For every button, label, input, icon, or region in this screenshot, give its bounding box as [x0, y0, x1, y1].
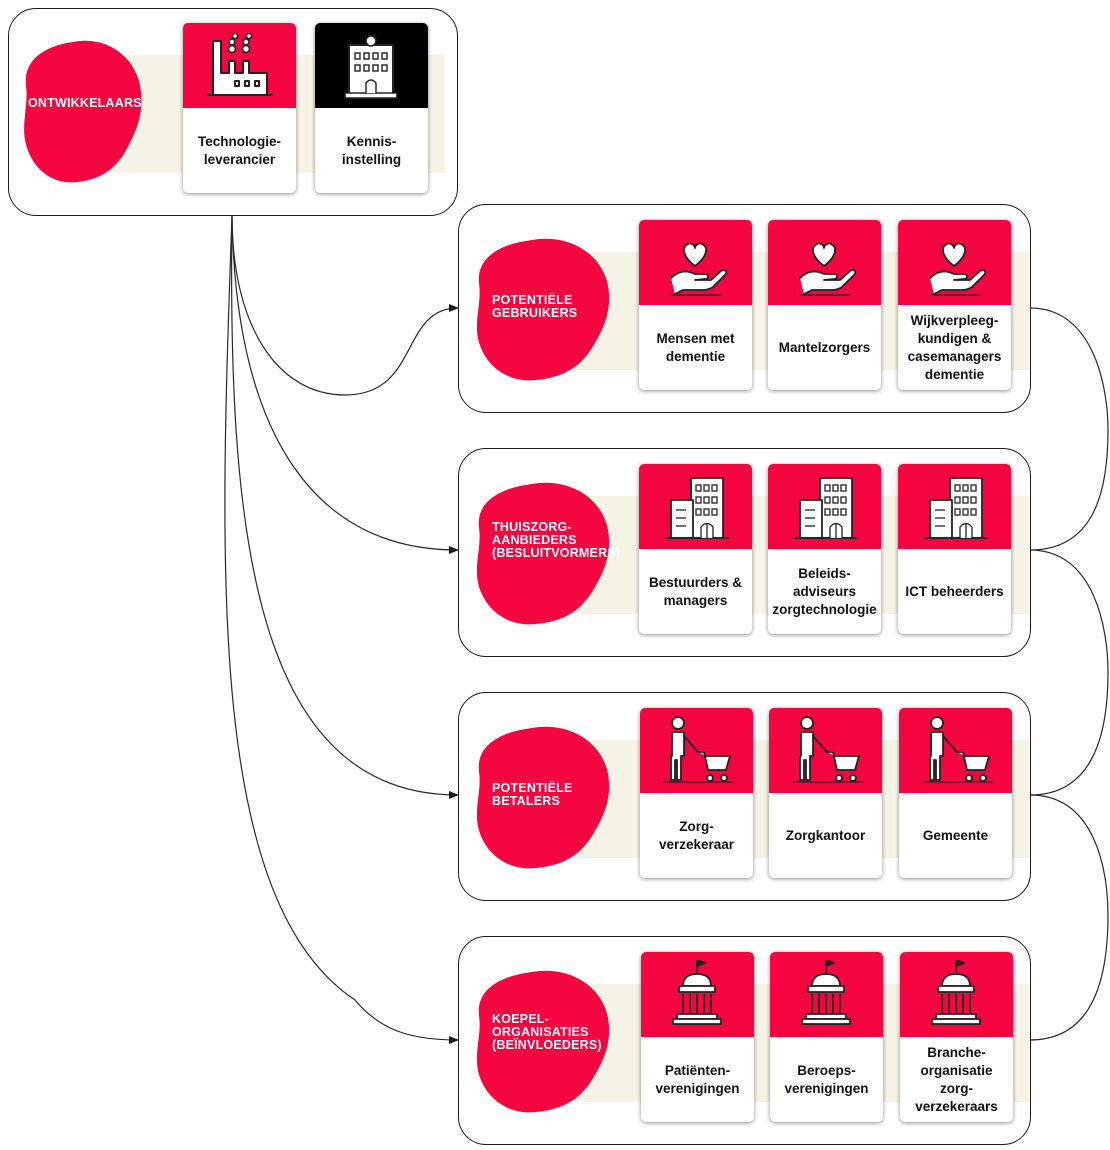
card-icon-area: [641, 952, 754, 1037]
group-blob: [470, 480, 612, 628]
card-label: Beleids- adviseurs zorgtechnologie: [772, 565, 877, 617]
card-icon-area: [639, 464, 752, 549]
stakeholder-card: Mensen met dementie: [639, 220, 752, 390]
card-label: ICT beheerders: [905, 583, 1004, 599]
stakeholder-card: Bestuurders & managers: [639, 464, 752, 634]
card-label: Mantelzorgers: [778, 339, 871, 355]
stakeholder-card: Zorgkantoor: [769, 708, 882, 878]
card-label: Bestuurders & managers: [648, 574, 743, 608]
arrow-to-betalers: [230, 214, 459, 799]
card-icon-area: [770, 952, 883, 1037]
group-title: POTENTIËLE GEBRUIKERS: [492, 293, 578, 320]
group-blob: [470, 968, 612, 1116]
stakeholder-card: Kennis- instelling: [315, 23, 428, 193]
card-label: Mensen met dementie: [656, 330, 735, 364]
card-label: Gemeente: [922, 827, 989, 843]
card-icon-area: [640, 708, 753, 793]
stakeholder-card: ICT beheerders: [898, 464, 1011, 634]
group-blob: [470, 236, 612, 384]
card-label: Wijkverpleeg- kundigen & casemanagers de…: [907, 312, 1002, 382]
stakeholder-card: Mantelzorgers: [768, 220, 881, 390]
stakeholder-card: Beleids- adviseurs zorgtechnologie: [768, 464, 881, 634]
group-blob: [18, 38, 144, 186]
arrow-to-gebruikers: [231, 214, 459, 396]
card-icon-area: [639, 220, 752, 305]
card-label: Patiënten- verenigingen: [655, 1062, 740, 1096]
arrow-to-koepel: [224, 214, 459, 1044]
card-icon-area: [183, 23, 296, 108]
group-blob: [470, 724, 612, 872]
card-label: Technologie- leverancier: [198, 133, 281, 167]
stakeholder-card: Technologie- leverancier: [183, 23, 296, 193]
stakeholder-card: Beroeps- verenigingen: [770, 952, 883, 1122]
stakeholder-card: Wijkverpleeg- kundigen & casemanagers de…: [898, 220, 1011, 390]
arrow-to-thuiszorg: [231, 214, 459, 554]
card-icon-area: [899, 708, 1012, 793]
link-betalers-koepel: [1029, 794, 1109, 1041]
card-icon-area: [898, 464, 1011, 549]
card-icon-area: [769, 708, 882, 793]
stakeholder-card: Zorg- verzekeraar: [640, 708, 753, 878]
card-label: Beroeps- verenigingen: [784, 1062, 869, 1096]
group-title: KOEPEL- ORGANISATIES (BEÏNVLOEDERS): [492, 1012, 602, 1052]
card-label: Zorgkantoor: [785, 827, 866, 843]
card-icon-area: [768, 464, 881, 549]
card-label: Kennis- instelling: [341, 133, 402, 167]
stakeholder-card: Branche- organisatie zorg- verzekeraars: [900, 952, 1013, 1122]
card-label: Branche- organisatie zorg- verzekeraars: [915, 1044, 998, 1114]
stakeholder-card: Patiënten- verenigingen: [641, 952, 754, 1122]
group-title: ONTWIKKELAARS: [28, 96, 142, 110]
stakeholder-card: Gemeente: [899, 708, 1012, 878]
card-icon-area: [315, 23, 428, 108]
card-icon-area: [768, 220, 881, 305]
card-icon-area: [900, 952, 1013, 1037]
link-thuiszorg-betalers: [1029, 549, 1109, 796]
group-title: THUISZORG- AANBIEDERS (BESLUITVORMERS): [492, 520, 621, 560]
card-icon-area: [898, 220, 1011, 305]
group-title: POTENTIËLE BETALERS: [492, 781, 573, 808]
card-label: Zorg- verzekeraar: [658, 818, 735, 852]
link-gebruikers-thuiszorg: [1029, 307, 1109, 551]
